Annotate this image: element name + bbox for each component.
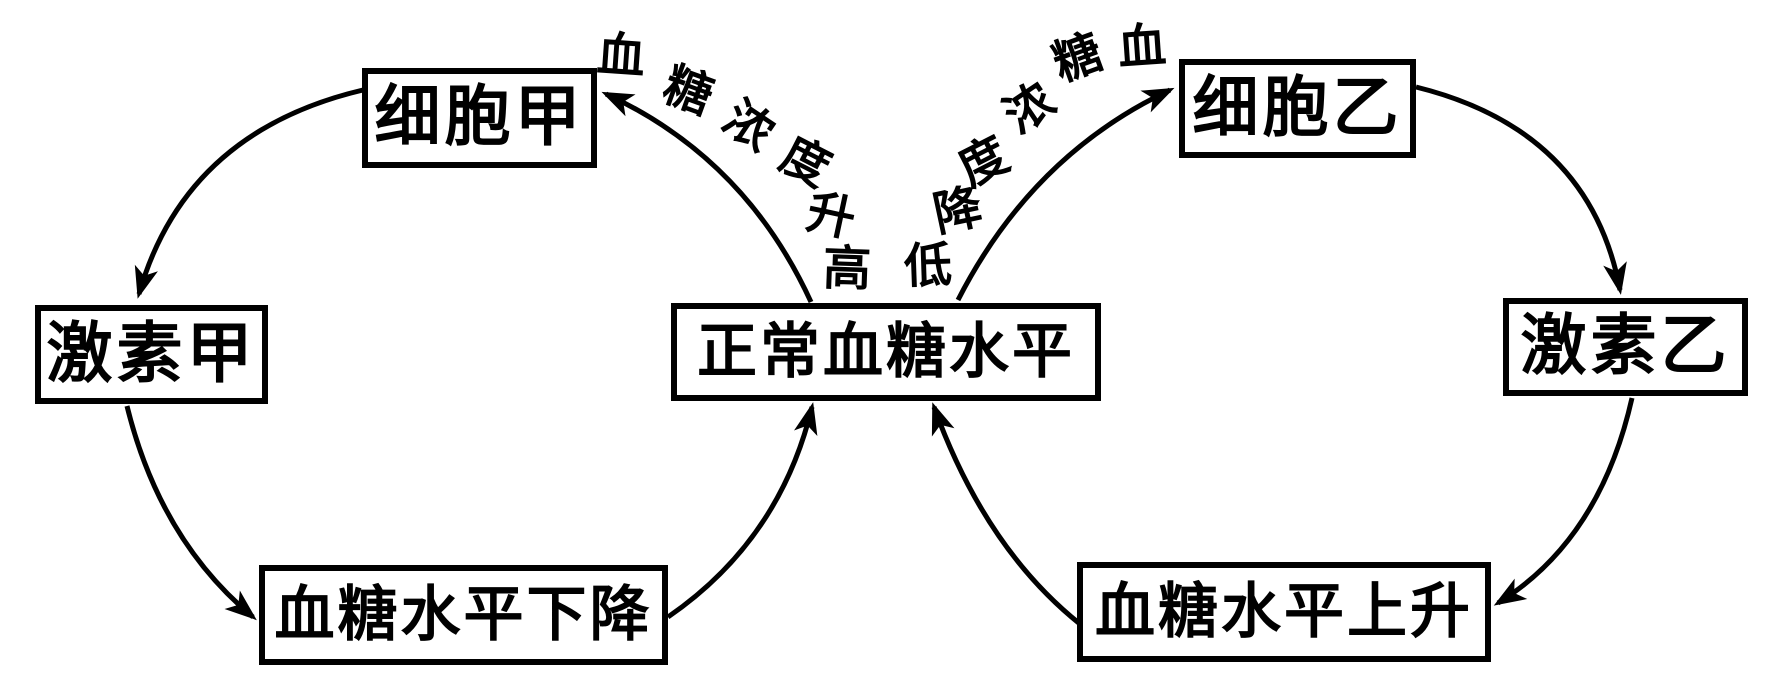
arrow-hormone-yi-to-glucose-up: [1493, 397, 1635, 606]
node-hormone-yi: 激素乙: [1503, 298, 1748, 396]
arc-label-char: 低: [903, 239, 953, 294]
node-hormone-jia: 激素甲: [35, 305, 268, 404]
node-glucose-level-down: 血糖水平下降: [259, 565, 668, 665]
node-cell-jia: 细胞甲: [362, 68, 597, 168]
arrow-cell-jia-to-hormone-jia: [134, 87, 364, 299]
arc-label-char: 高: [822, 242, 872, 297]
arc-label-char: 血: [595, 28, 647, 85]
arc-label-char: 降: [928, 180, 987, 243]
node-normal-blood-glucose: 正常血糖水平: [671, 303, 1101, 401]
arrow-normal-to-cell-jia: [601, 91, 814, 304]
arrow-glucose-down-to-normal: [666, 402, 818, 620]
node-cell-yi: 细胞乙: [1179, 59, 1416, 158]
arrow-normal-to-cell-yi: [955, 87, 1175, 302]
arc-label-char: 升: [802, 185, 861, 248]
arc-label-char: 血: [1116, 19, 1168, 76]
arrow-glucose-up-to-normal: [931, 402, 1082, 626]
node-glucose-level-up: 血糖水平上升: [1077, 562, 1491, 662]
arrow-hormone-jia-to-glucose-down: [124, 405, 257, 621]
arrow-cell-yi-to-hormone-yi: [1415, 84, 1627, 295]
